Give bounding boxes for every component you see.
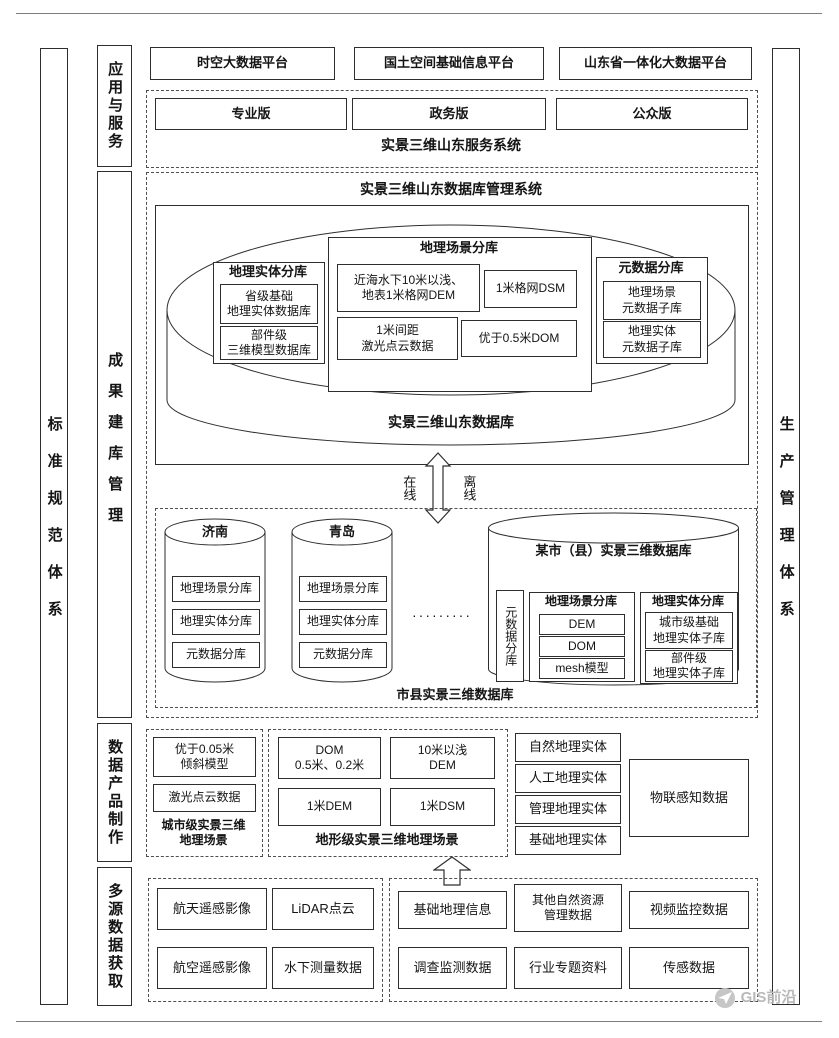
edition-box-government: 政务版 <box>352 98 546 130</box>
scene-subdb-title: 地理场景分库 <box>419 239 498 255</box>
main-db-title: 实景三维山东数据库 <box>388 414 514 431</box>
watermark-text: GIS前沿 <box>740 989 797 1007</box>
one-meter-dem-box: 1米DEM <box>278 788 381 826</box>
meta-subdb-title: 元数据分库 <box>618 259 684 275</box>
jinan-db-title: 济南 <box>201 523 228 539</box>
dbms-title: 实景三维山东数据库管理系统 <box>360 181 542 198</box>
city-scene-product-group <box>146 729 263 857</box>
entity-subdb-item-provincial: 省级基础 地理实体数据库 <box>220 284 318 324</box>
basic-entity-box: 基础地理实体 <box>515 826 621 855</box>
county-meta-vertical-box: 元数据分库 <box>496 590 524 682</box>
scene-subdb-group <box>328 237 592 392</box>
resource-data-group <box>389 878 758 1002</box>
edition-box-public: 公众版 <box>556 98 748 130</box>
meta-subdb-item-entity: 地理实体 元数据子库 <box>603 321 701 358</box>
county-scene-item-mesh: mesh模型 <box>539 658 625 679</box>
platform-box-territorial: 国土空间基础信息平台 <box>354 47 544 80</box>
aerial-imagery-box: 航空遥感影像 <box>157 947 267 989</box>
production-system-bar: 生产管理体系 <box>772 48 800 1005</box>
scene-subdb-item-nearshore-dem: 近海水下10米以浅、 地表1米格网DEM <box>337 264 480 312</box>
scene-subdb-item-lidar: 1米间距 激光点云数据 <box>337 317 458 360</box>
basic-geo-info-box: 基础地理信息 <box>398 891 507 929</box>
artificial-entity-box: 人工地理实体 <box>515 764 621 793</box>
video-surveillance-box: 视频监控数据 <box>629 891 749 929</box>
top-divider <box>16 13 822 14</box>
qingdao-entity-item: 地理实体分库 <box>299 609 387 635</box>
county-entity-item-component: 部件级 地理实体子库 <box>645 650 733 682</box>
terrain-scene-product-caption: 地形级实景三维地理场景 <box>315 831 459 847</box>
entity-subdb-item-component: 部件级 三维模型数据库 <box>220 326 318 360</box>
paper-plane-icon <box>714 988 735 1008</box>
county-db-title: 某市（县）实景三维数据库 <box>535 542 692 558</box>
terrain-scene-product-group <box>268 729 508 857</box>
standards-system-bar: 标准规范体系 <box>40 48 68 1005</box>
section-label-multisource: 多源数据获取 <box>97 867 132 1006</box>
other-resource-data-box: 其他自然资源 管理数据 <box>514 884 622 932</box>
up-arrow-icon <box>433 856 471 886</box>
qingdao-meta-item: 元数据分库 <box>299 642 387 668</box>
dom-resolution-box: DOM 0.5米、0.2米 <box>278 737 381 779</box>
county-entity-title: 地理实体分库 <box>651 593 724 608</box>
city-db-group <box>155 508 757 708</box>
county-entity-item-city: 城市级基础 地理实体子库 <box>645 612 733 649</box>
sensor-data-box: 传感数据 <box>629 947 749 989</box>
lidar-pointcloud-box: 激光点云数据 <box>153 784 256 812</box>
entity-subdb-title: 地理实体分库 <box>228 263 307 279</box>
scene-subdb-item-dsm: 1米格网DSM <box>484 270 577 308</box>
shallow-dem-box: 10米以浅 DEM <box>390 737 495 779</box>
tilt-model-box: 优于0.05米 倾斜模型 <box>153 737 256 777</box>
county-scene-item-dem: DEM <box>539 614 625 635</box>
jinan-scene-item: 地理场景分库 <box>172 576 260 602</box>
city-db-caption: 市县实景三维数据库 <box>396 687 514 703</box>
watermark: GIS前沿 <box>690 984 820 1012</box>
edition-box-professional: 专业版 <box>155 98 347 130</box>
offline-label: 离线 <box>461 475 477 501</box>
online-offline-arrow-icon <box>424 452 452 524</box>
meta-subdb-item-scene: 地理场景 元数据子库 <box>603 281 701 320</box>
platform-box-spatiotemporal: 时空大数据平台 <box>150 47 335 80</box>
section-label-construction: 成果建库管理 <box>97 171 132 718</box>
industry-thematic-box: 行业专题资料 <box>514 947 622 989</box>
satellite-imagery-box: 航天遥感影像 <box>157 888 267 930</box>
management-entity-box: 管理地理实体 <box>515 795 621 824</box>
iot-data-box: 物联感知数据 <box>629 759 749 837</box>
scene-subdb-item-dom: 优于0.5米DOM <box>461 320 577 357</box>
lidar-box: LiDAR点云 <box>272 888 374 930</box>
service-system-title: 实景三维山东服务系统 <box>381 137 521 154</box>
service-system-group <box>146 90 758 168</box>
section-label-application: 应用与服务 <box>97 45 132 167</box>
jinan-entity-item: 地理实体分库 <box>172 609 260 635</box>
qingdao-scene-item: 地理场景分库 <box>299 576 387 602</box>
platform-box-shandong-bigdata: 山东省一体化大数据平台 <box>559 47 752 80</box>
natural-entity-box: 自然地理实体 <box>515 733 621 762</box>
section-label-data-product: 数据产品制作 <box>97 723 132 862</box>
county-scene-item-dom: DOM <box>539 636 625 657</box>
online-label: 在线 <box>401 475 417 501</box>
construction-group <box>146 172 758 718</box>
underwater-survey-box: 水下测量数据 <box>272 947 374 989</box>
survey-monitoring-box: 调查监测数据 <box>398 947 507 989</box>
remote-sensing-group <box>148 878 383 1002</box>
city-scene-product-caption: 城市级实景三维 地理场景 <box>161 817 246 847</box>
jinan-meta-item: 元数据分库 <box>172 642 260 668</box>
one-meter-dsm-box: 1米DSM <box>390 788 495 826</box>
ellipsis-dots: ········· <box>412 607 472 624</box>
qingdao-db-title: 青岛 <box>328 523 355 539</box>
bottom-divider <box>16 1021 822 1022</box>
county-scene-title: 地理场景分库 <box>544 593 617 608</box>
